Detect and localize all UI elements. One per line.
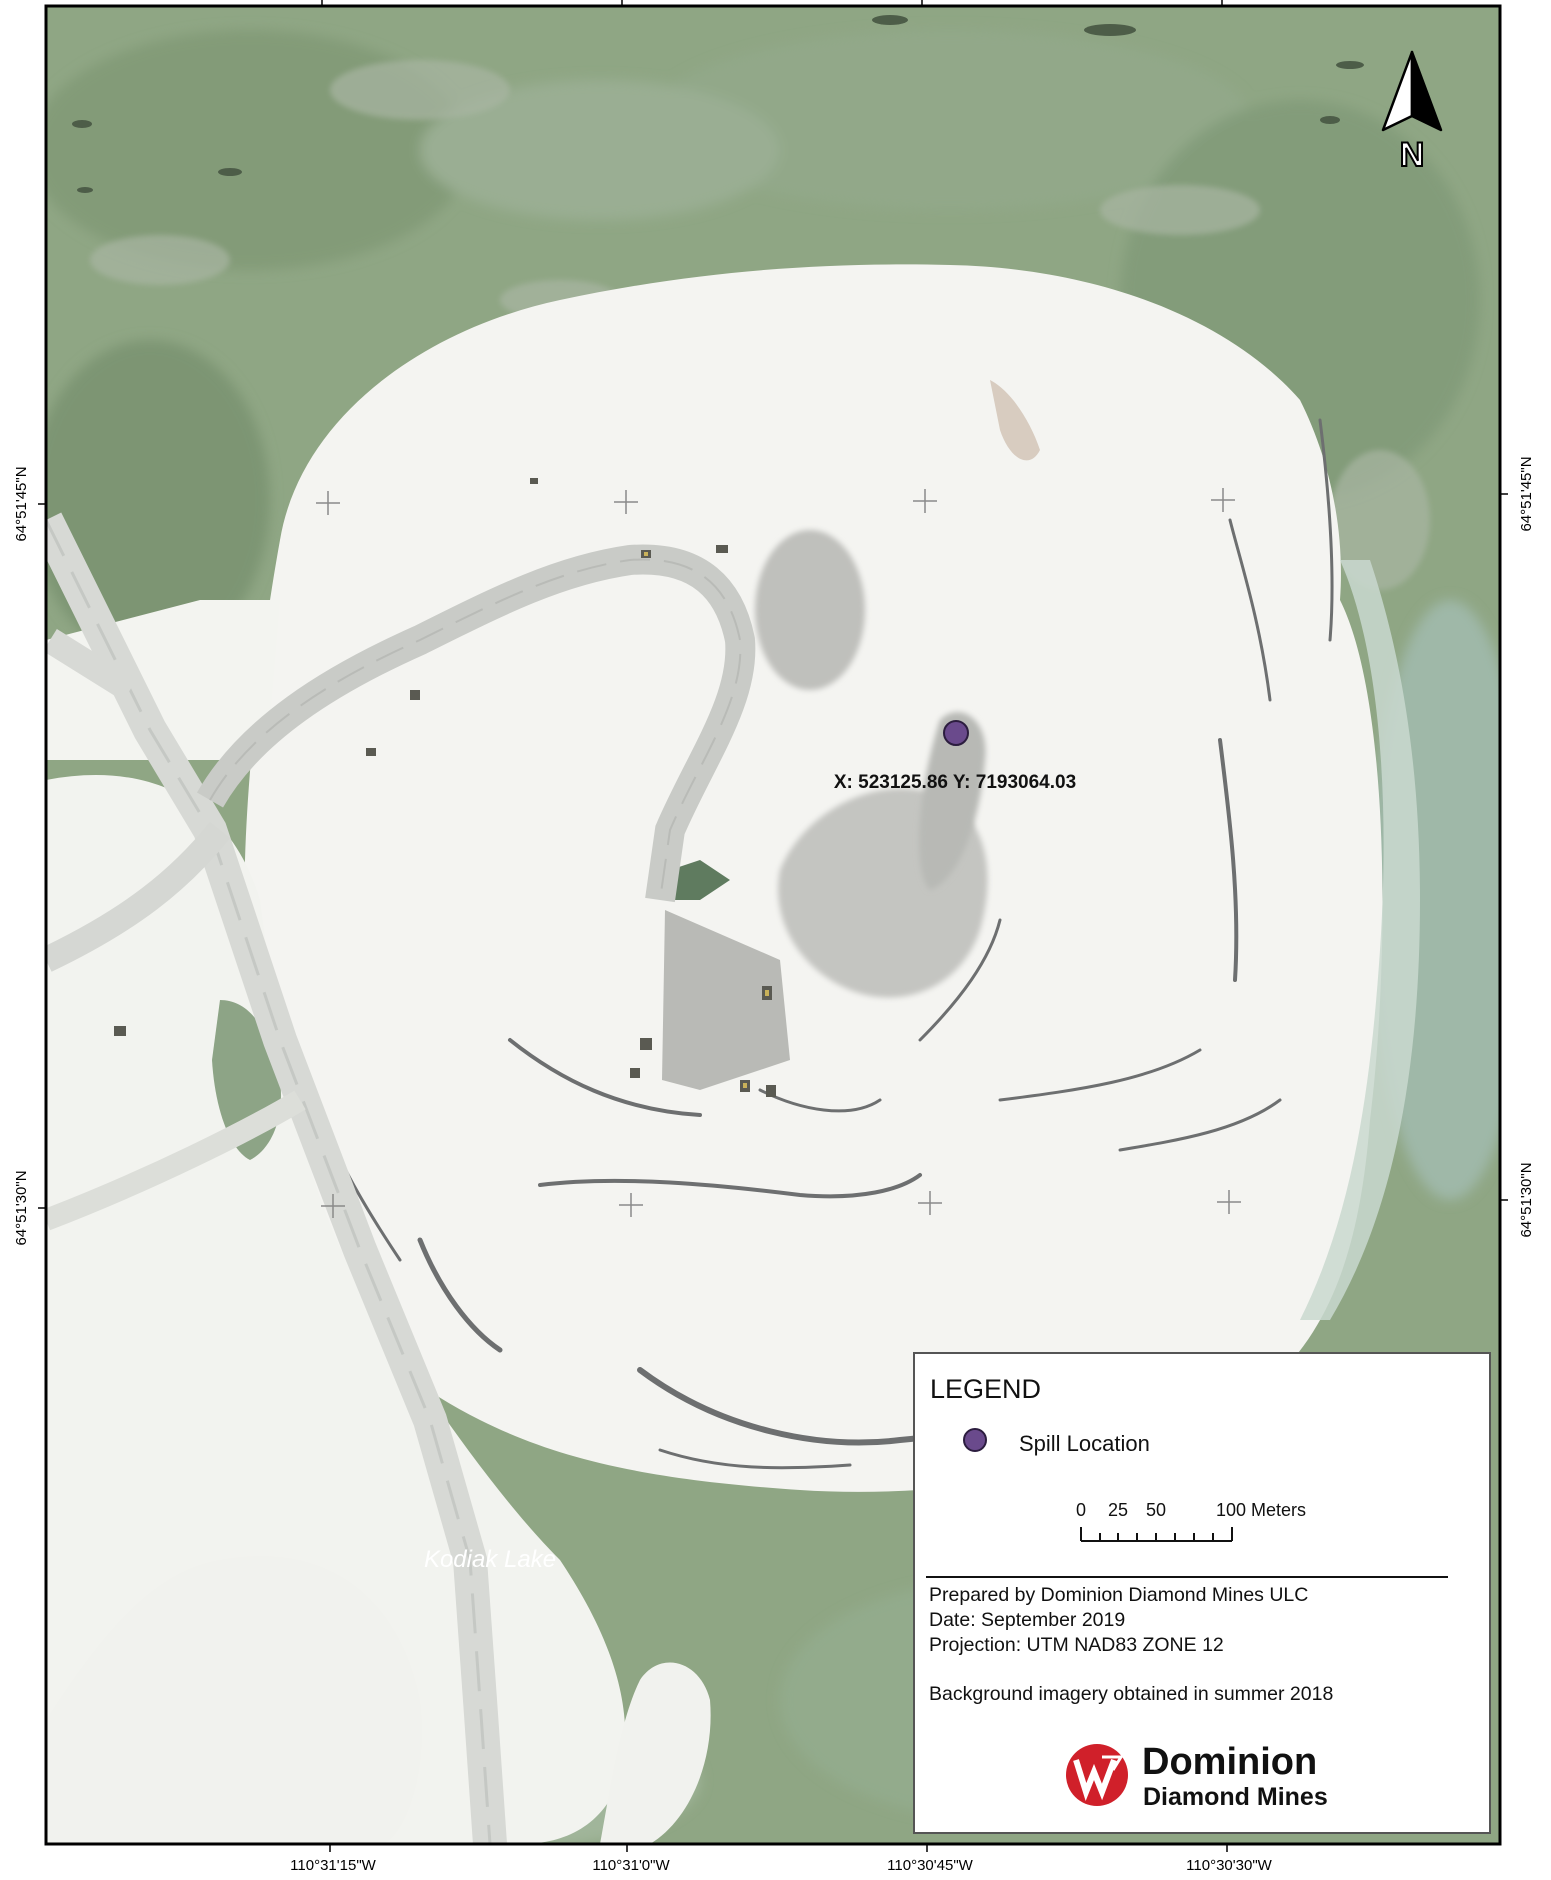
scale-tick-50: 50: [1146, 1500, 1166, 1520]
company-logo: Dominion Diamond Mines: [1066, 1741, 1328, 1811]
frame-ticks: [38, 0, 1508, 1852]
spill-marker[interactable]: [943, 720, 969, 746]
scale-tick-25: 25: [1108, 1500, 1128, 1520]
scale-tick-0: 0: [1076, 1500, 1086, 1520]
lon-label-3: 110°30'45"W: [887, 1857, 973, 1874]
scale-tick-100: 100 Meters: [1216, 1500, 1306, 1520]
scale-bar: 0 25 50 100 Meters: [1076, 1500, 1306, 1542]
lat-label-left-2: 64°51'30"N: [13, 1170, 30, 1245]
logo-text-line1: Dominion: [1142, 1741, 1317, 1783]
lat-label-left-1: 64°51'45"N: [13, 466, 30, 541]
north-arrow-label: N: [1400, 136, 1425, 174]
map-frame: [44, 4, 1502, 1846]
imagery-note: Background imagery obtained in summer 20…: [929, 1683, 1333, 1705]
legend-box: LEGEND Spill Location 0 25 50 100 Meters…: [913, 1352, 1491, 1834]
legend-spill-symbol: [963, 1428, 987, 1452]
logo-text-line2: Diamond Mines: [1143, 1783, 1328, 1811]
lat-label-right-1: 64°51'45"N: [1518, 456, 1535, 531]
water-body-label: Kodiak Lake: [424, 1546, 556, 1573]
legend-item-label: Spill Location: [1019, 1431, 1150, 1456]
legend-title: LEGEND: [930, 1374, 1041, 1404]
lon-label-2: 110°31'0"W: [592, 1857, 670, 1874]
spill-coordinate-label: X: 523125.86 Y: 7193064.03: [834, 772, 1076, 793]
lat-label-right-2: 64°51'30"N: [1518, 1162, 1535, 1237]
map-date: Date: September 2019: [929, 1609, 1125, 1631]
prepared-by: Prepared by Dominion Diamond Mines ULC: [929, 1584, 1308, 1606]
lon-label-1: 110°31'15"W: [290, 1857, 376, 1874]
graticule-crosses: [316, 488, 1241, 1218]
lon-label-4: 110°30'30"W: [1186, 1857, 1272, 1874]
projection: Projection: UTM NAD83 ZONE 12: [929, 1634, 1224, 1656]
north-arrow-icon: N: [1381, 50, 1443, 175]
